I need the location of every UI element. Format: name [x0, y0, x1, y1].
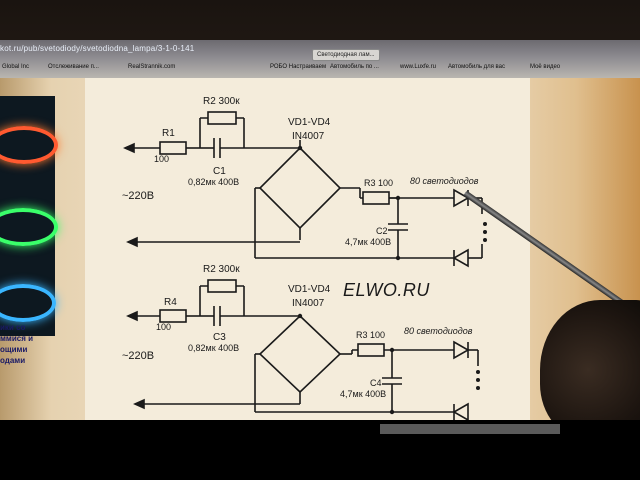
bookmark-item[interactable]: Global Inc — [2, 64, 30, 70]
capacitor-c2-label: C2 — [376, 226, 388, 236]
resistor-r2-label: R2 300к — [203, 96, 240, 107]
mains-voltage-label-2: ~220В — [122, 350, 155, 362]
bridge-part: IN4007 — [292, 131, 325, 142]
bookmark-item[interactable]: Автомобиль по ... — [330, 64, 379, 70]
taskbar — [380, 424, 560, 434]
resistor-r2-label-2: R2 300к — [203, 264, 240, 275]
bookmark-item[interactable]: Моё видео — [530, 64, 561, 70]
bridge-label-2: VD1-VD4 — [288, 284, 331, 295]
bookmark-item[interactable]: РОБО Настраиваем — [270, 64, 327, 70]
site-watermark: ELWO.RU — [343, 280, 430, 300]
resistor-r4-label: R4 — [164, 297, 177, 308]
resistor-r3-label-2: R3 100 — [356, 330, 386, 340]
hand — [540, 300, 640, 440]
bookmark-item[interactable]: Автомобиль для вас — [448, 64, 505, 70]
mains-voltage-label: ~220В — [122, 190, 155, 202]
resistor-r3-label: R3 100 — [364, 178, 394, 188]
resistor-r1-value: 100 — [154, 154, 170, 164]
sidebar-caption: ики со ммися и ощими одами — [0, 323, 34, 365]
led-count-label-2: 80 светодиодов — [404, 326, 473, 336]
led-photo-thumbnail[interactable] — [0, 96, 58, 336]
blue-led-ring — [0, 284, 56, 322]
bookmark-item[interactable]: Отслеживание п... — [48, 64, 99, 70]
address-bar[interactable]: kot.ru/pub/svetodiody/svetodiodna_lampa/… — [0, 44, 195, 53]
bookmark-item[interactable]: RealStrannik.com — [128, 64, 176, 70]
browser-tab[interactable]: Светодиодная лам... — [312, 49, 380, 61]
capacitor-c3-value: 0,82мк 400В — [188, 343, 240, 353]
led-count-label: 80 светодиодов — [410, 176, 479, 186]
red-led-ring — [0, 126, 58, 164]
circuit-diagram-panel — [85, 78, 530, 430]
capacitor-c1-value: 0,82мк 400В — [188, 177, 240, 187]
bridge-label: VD1-VD4 — [288, 117, 331, 128]
capacitor-c4-label: C4 — [370, 378, 382, 388]
resistor-r1-label: R1 — [162, 128, 175, 139]
bookmark-item[interactable]: www.Luxfe.ru — [400, 64, 437, 70]
capacitor-c1-label: C1 — [213, 166, 226, 177]
capacitor-c4-value: 4,7мк 400В — [340, 389, 387, 399]
bridge-part-2: IN4007 — [292, 298, 325, 309]
capacitor-c3-label: C3 — [213, 332, 226, 343]
green-led-ring — [0, 208, 58, 246]
capacitor-c2-value: 4,7мк 400В — [345, 237, 392, 247]
resistor-r4-value: 100 — [156, 322, 172, 332]
